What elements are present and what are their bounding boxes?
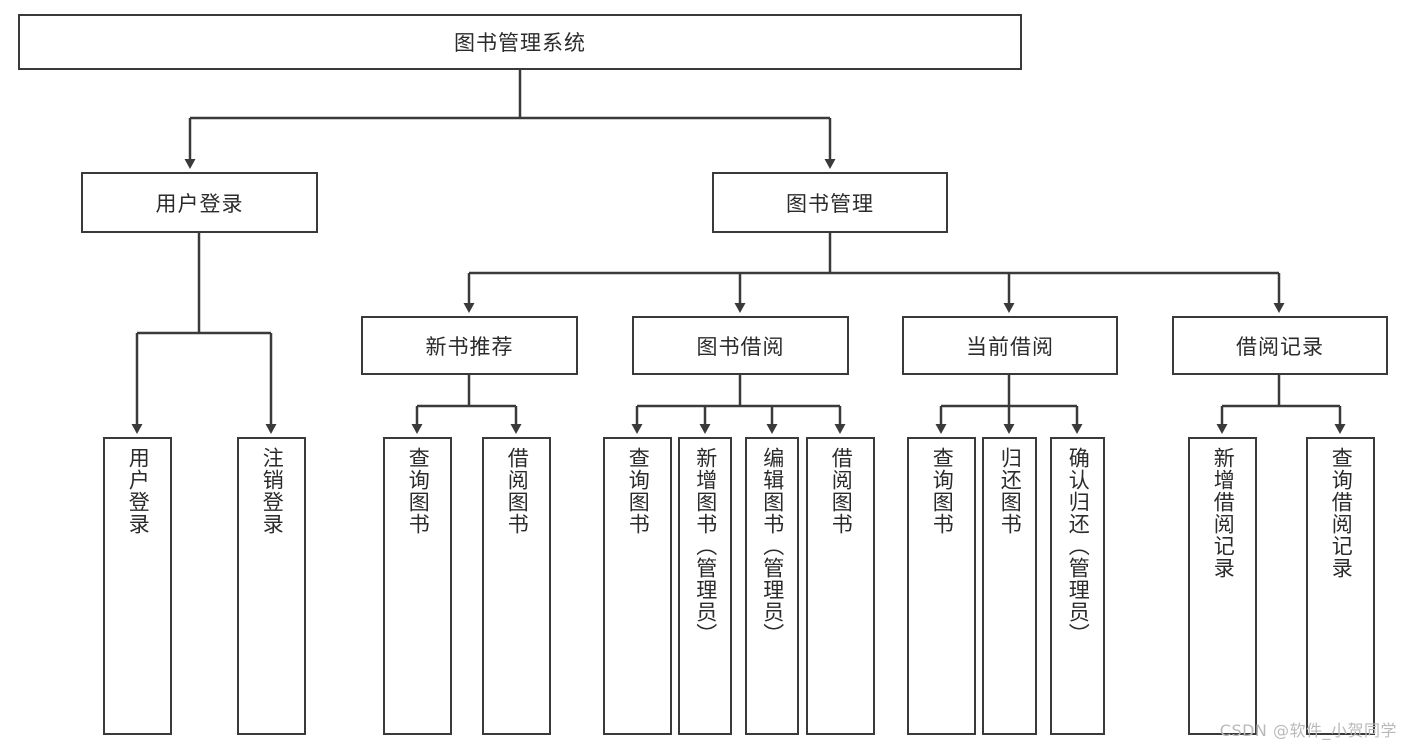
leaf-edit-book-admin[interactable]: 编辑图书（管理员） (745, 437, 799, 735)
leaf-label: 编辑图书（管理员） (760, 447, 785, 645)
leaf-label: 查询图书 (930, 447, 955, 535)
leaf-label: 用户登录 (126, 447, 151, 535)
leaf-borrow-book-recommend[interactable]: 借阅图书 (482, 437, 551, 735)
leaf-label: 借阅图书 (829, 447, 854, 535)
node-book-management[interactable]: 图书管理 (712, 172, 948, 233)
leaf-label: 查询借阅记录 (1329, 447, 1354, 579)
leaf-label: 查询图书 (406, 447, 431, 535)
node-current-borrow[interactable]: 当前借阅 (902, 316, 1118, 375)
leaf-label: 归还图书 (998, 447, 1023, 535)
node-book-borrow[interactable]: 图书借阅 (632, 316, 849, 375)
watermark: CSDN @软件_小贺同学 (1219, 721, 1397, 740)
leaf-confirm-return-admin[interactable]: 确认归还（管理员） (1050, 437, 1105, 735)
leaf-query-borrow-record[interactable]: 查询借阅记录 (1306, 437, 1375, 735)
leaf-label: 新增图书（管理员） (693, 447, 718, 645)
leaf-label: 新增借阅记录 (1211, 447, 1236, 579)
leaf-user-login[interactable]: 用户登录 (103, 437, 172, 735)
leaf-add-book-admin[interactable]: 新增图书（管理员） (678, 437, 732, 735)
leaf-label: 借阅图书 (505, 447, 530, 535)
leaf-label: 注销登录 (260, 447, 285, 535)
leaf-query-book-current[interactable]: 查询图书 (907, 437, 976, 735)
leaf-label: 确认归还（管理员） (1066, 447, 1091, 645)
leaf-logout[interactable]: 注销登录 (237, 437, 306, 735)
node-root[interactable]: 图书管理系统 (18, 14, 1022, 70)
node-borrow-record[interactable]: 借阅记录 (1172, 316, 1388, 375)
leaf-label: 查询图书 (626, 447, 651, 535)
leaf-return-book[interactable]: 归还图书 (982, 437, 1037, 735)
leaf-query-book-borrow[interactable]: 查询图书 (603, 437, 672, 735)
node-user-login[interactable]: 用户登录 (81, 172, 318, 233)
leaf-borrow-book[interactable]: 借阅图书 (806, 437, 875, 735)
leaf-add-borrow-record[interactable]: 新增借阅记录 (1188, 437, 1257, 735)
leaf-query-book-recommend[interactable]: 查询图书 (383, 437, 452, 735)
node-new-book-recommend[interactable]: 新书推荐 (361, 316, 578, 375)
